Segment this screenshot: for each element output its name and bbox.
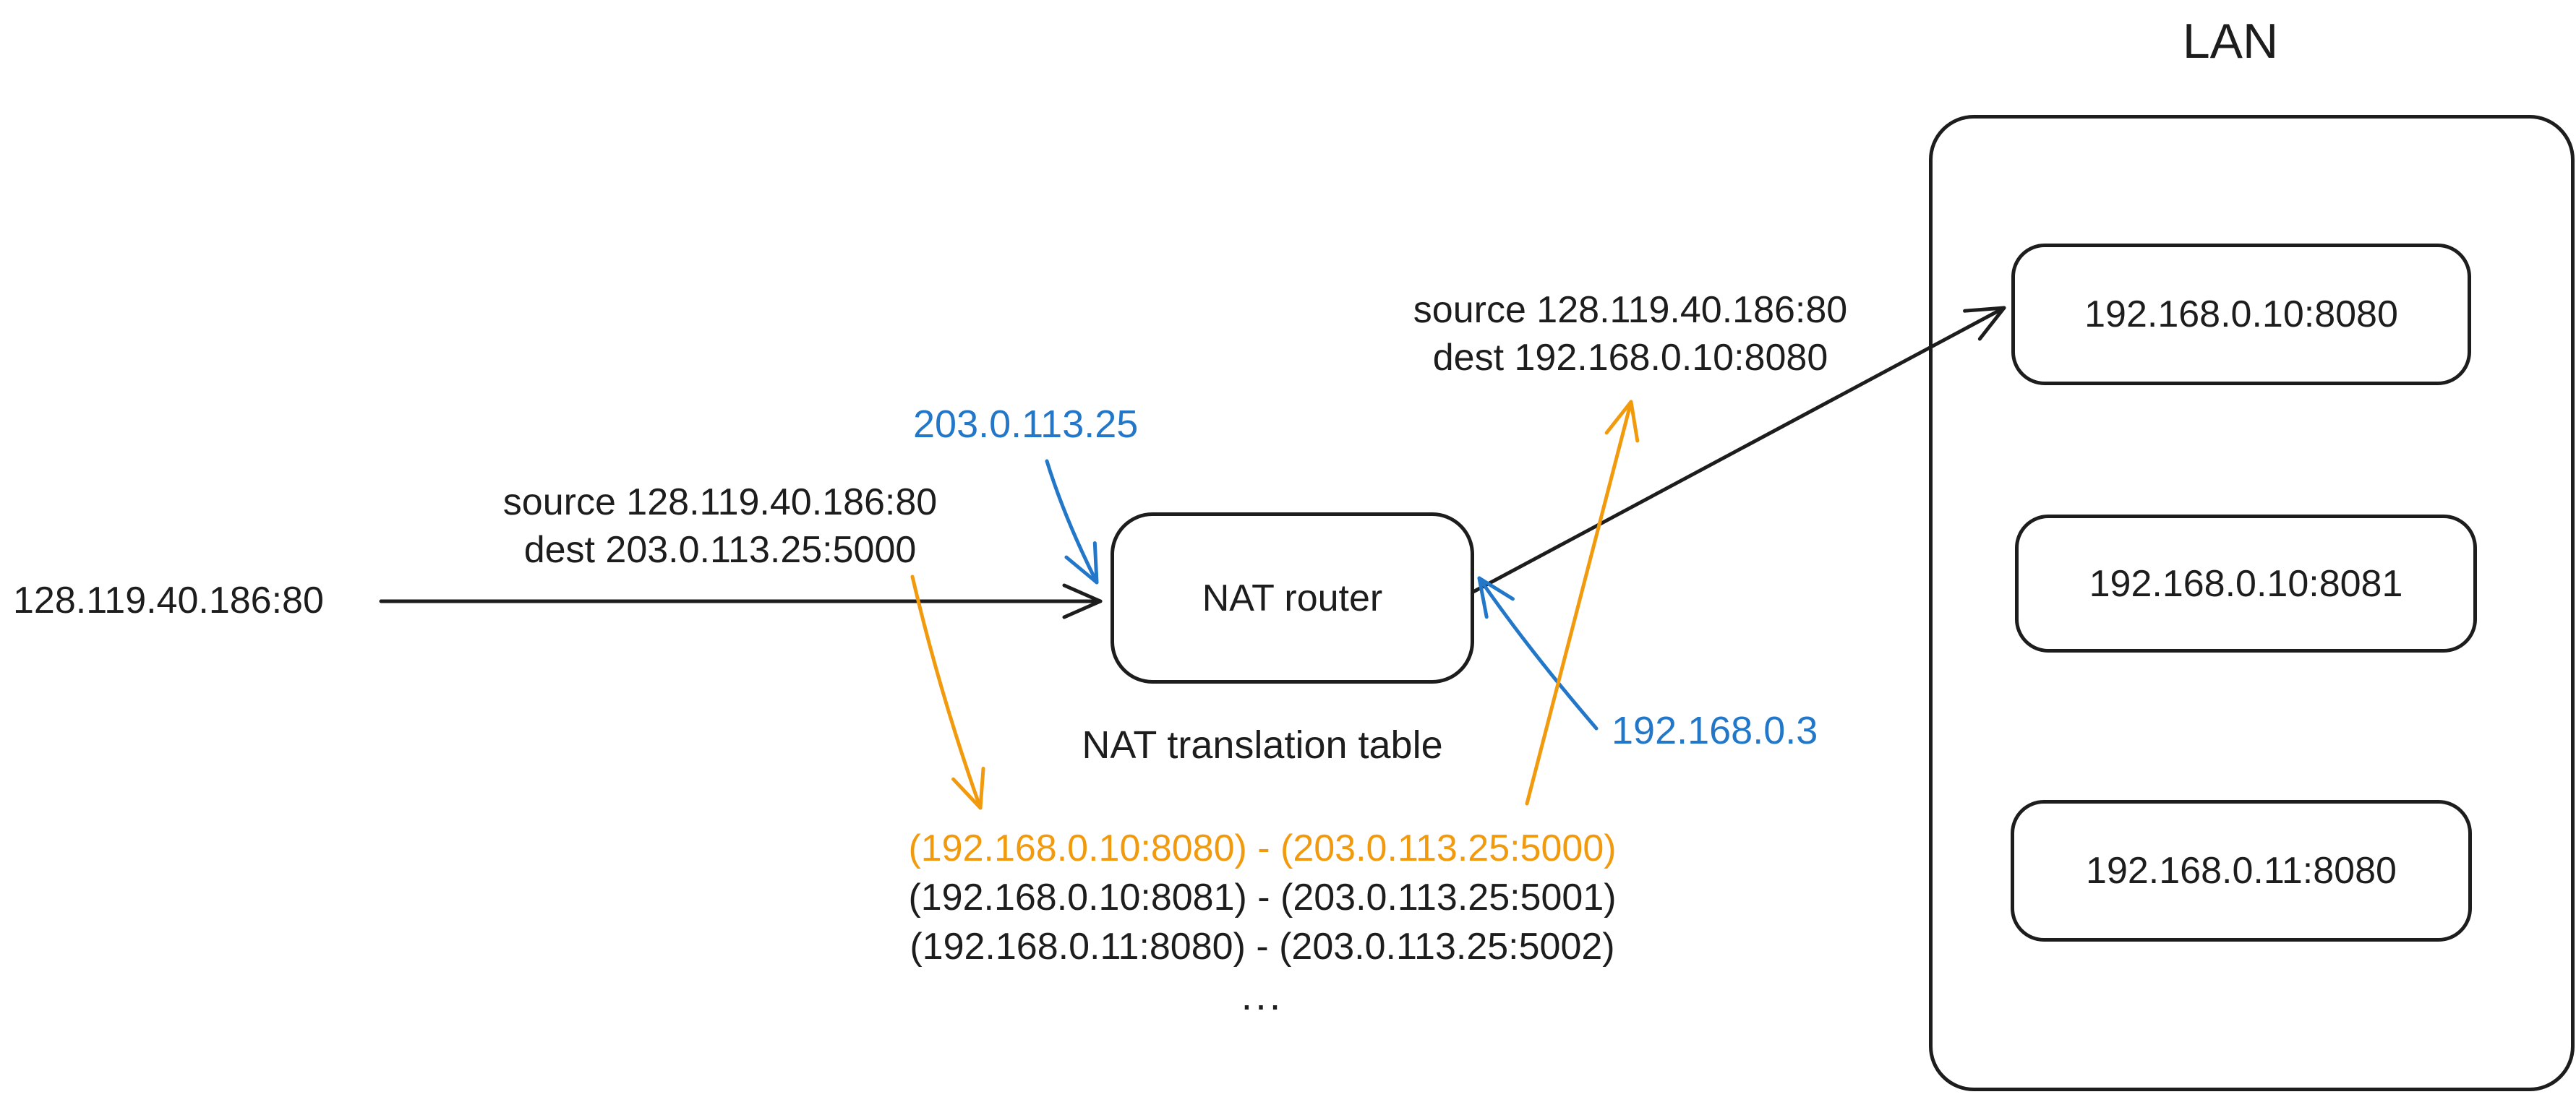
nat-translation-table: (192.168.0.10:8080) - (203.0.113.25:5000…: [829, 824, 1696, 1020]
router-private-ip-label: 192.168.0.3: [1612, 709, 1818, 752]
packet-out-source: source 128.119.40.186:80: [1413, 289, 1848, 331]
lan-host-label: 192.168.0.10:8080: [2084, 293, 2398, 335]
packet-in-source: source 128.119.40.186:80: [502, 481, 938, 523]
wan-host-label: 128.119.40.186:80: [13, 580, 324, 621]
lan-box: [1929, 115, 2575, 1091]
private-ip-pointer-arrow: [1477, 576, 1599, 731]
nat-table-title: NAT translation table: [1082, 723, 1443, 767]
public-ip-pointer-arrow: [1045, 459, 1099, 585]
lan-title: LAN: [2182, 14, 2279, 69]
packet-out-dest: dest 192.168.0.10:8080: [1432, 337, 1828, 379]
nat-router-label: NAT router: [1202, 577, 1383, 619]
lan-host-box: 192.168.0.11:8080: [2011, 800, 2472, 942]
packet-in-dest: dest 203.0.113.25:5000: [523, 529, 917, 571]
lan-host-label: 192.168.0.10:8081: [2089, 562, 2403, 605]
router-public-ip-label: 203.0.113.25: [913, 403, 1139, 446]
lan-host-label: 192.168.0.11:8080: [2086, 850, 2397, 892]
nat-table-ellipsis: ...: [1241, 973, 1284, 1018]
dest-to-table-entry-arrow: [910, 575, 985, 810]
lan-host-box: 192.168.0.10:8081: [2015, 515, 2477, 653]
packet-label-wan-to-router: source 128.119.40.186:80 dest 203.0.113.…: [467, 478, 973, 574]
nat-table-row: (192.168.0.10:8080) - (203.0.113.25:5000…: [908, 827, 1617, 869]
packet-label-router-to-lan: source 128.119.40.186:80 dest 192.168.0.…: [1377, 286, 1883, 382]
nat-table-row: (192.168.0.11:8080) - (203.0.113.25:5002…: [910, 926, 1615, 968]
lan-host-box: 192.168.0.10:8080: [2011, 244, 2471, 385]
nat-router-box: NAT router: [1111, 512, 1474, 684]
nat-table-row: (192.168.0.10:8081) - (203.0.113.25:5001…: [908, 877, 1617, 919]
